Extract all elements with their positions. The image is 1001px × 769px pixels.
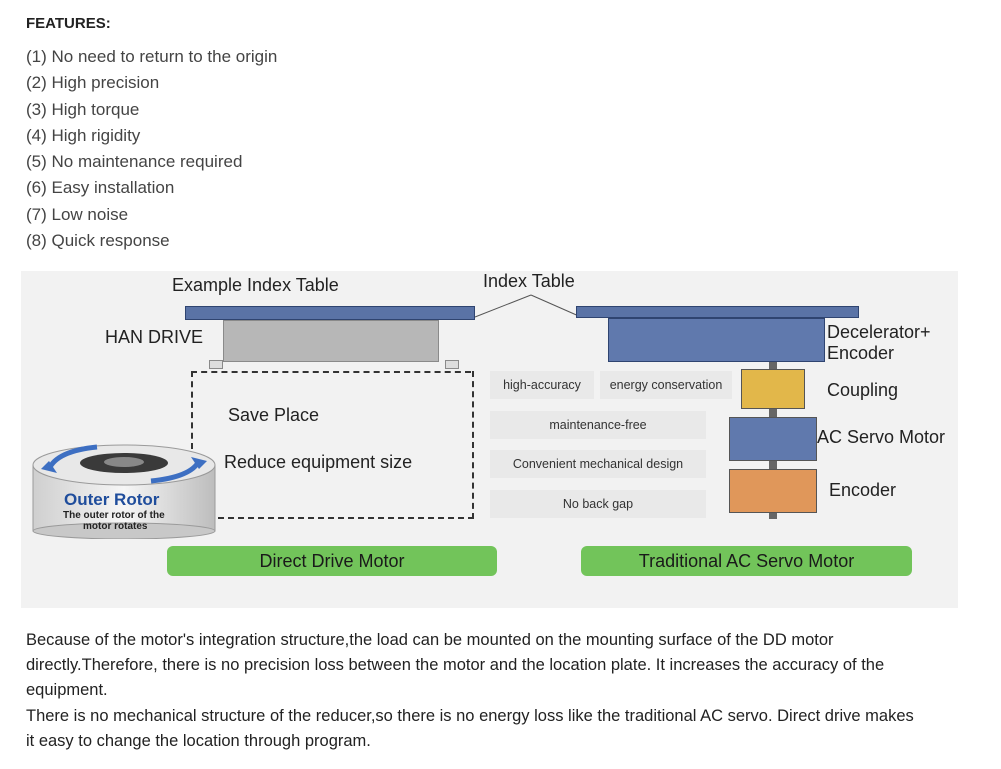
- description-paragraph-1: Because of the motor's integration struc…: [26, 631, 885, 700]
- feature-item: (7) Low noise: [26, 204, 129, 224]
- advantage-no-back-gap: No back gap: [490, 490, 706, 518]
- shaft-segment: [769, 461, 777, 469]
- han-drive-label: HAN DRIVE: [105, 327, 204, 347]
- shaft-segment: [769, 362, 777, 370]
- decelerator-encoder-label: Encoder: [827, 343, 895, 363]
- comparison-diagram: Example Index Table Index Table HAN DRIV…: [21, 271, 958, 608]
- motor-foot-right: [445, 360, 459, 369]
- index-table-leader-lines: [474, 294, 582, 318]
- feature-item: (1) No need to return to the origin: [26, 47, 278, 66]
- feature-item: (2) High precision: [26, 73, 160, 93]
- outer-rotor-caption-line-1: The outer rotor of the: [63, 510, 165, 521]
- save-place-label: Save Place: [228, 405, 320, 425]
- traditional-index-table-plate: [576, 306, 859, 318]
- feature-item: (6) Easy installation: [26, 178, 175, 198]
- example-index-table-label: Example Index Table: [172, 275, 339, 295]
- decelerator-label: Decelerator+: [827, 322, 931, 342]
- direct-drive-motor-label: Direct Drive Motor: [167, 546, 497, 576]
- outer-rotor-motor-illustration: [32, 444, 216, 539]
- feature-item: (3) High torque: [26, 99, 140, 119]
- feature-item: (5) No maintenance required: [26, 152, 243, 172]
- shaft-segment: [769, 409, 777, 417]
- reduce-size-label: Reduce equipment size: [224, 452, 413, 472]
- saved-space-top-border: [191, 371, 471, 373]
- coupling-label: Coupling: [827, 380, 899, 400]
- feature-item: (8) Quick response: [26, 231, 170, 251]
- features-list: (1) No need to return to the origin (2) …: [26, 44, 277, 254]
- advantage-maintenance-free: maintenance-free: [490, 411, 706, 439]
- motor-foot-left: [209, 360, 223, 369]
- saved-space-left-border: [191, 371, 193, 521]
- outer-rotor-title: Outer Rotor: [64, 490, 160, 509]
- advantage-convenient-design: Convenient mechanical design: [490, 450, 706, 478]
- direct-drive-index-table-plate: [185, 306, 475, 320]
- features-heading: FEATURES:: [26, 15, 111, 32]
- direct-drive-motor-body: [223, 320, 439, 362]
- decelerator-encoder-block: [608, 318, 825, 362]
- index-table-label: Index Table: [483, 271, 575, 291]
- advantage-energy-conservation: energy conservation: [600, 371, 732, 399]
- shaft-segment: [769, 513, 777, 519]
- description-paragraph-2: There is no mechanical structure of the …: [26, 706, 914, 750]
- feature-item: (4) High rigidity: [26, 125, 141, 145]
- advantage-high-accuracy: high-accuracy: [490, 371, 594, 399]
- saved-space-right-border: [472, 371, 474, 519]
- outer-rotor-caption-line-2: motor rotates: [83, 521, 148, 532]
- ac-servo-motor-block: [729, 417, 817, 461]
- encoder-block: [729, 469, 817, 513]
- saved-space-bottom-border: [218, 517, 474, 519]
- encoder-label: Encoder: [829, 480, 897, 500]
- traditional-ac-servo-label: Traditional AC Servo Motor: [581, 546, 912, 576]
- ac-servo-motor-label: AC Servo Motor: [817, 427, 946, 447]
- description: Because of the motor's integration struc…: [26, 628, 926, 754]
- coupling-block: [741, 369, 805, 409]
